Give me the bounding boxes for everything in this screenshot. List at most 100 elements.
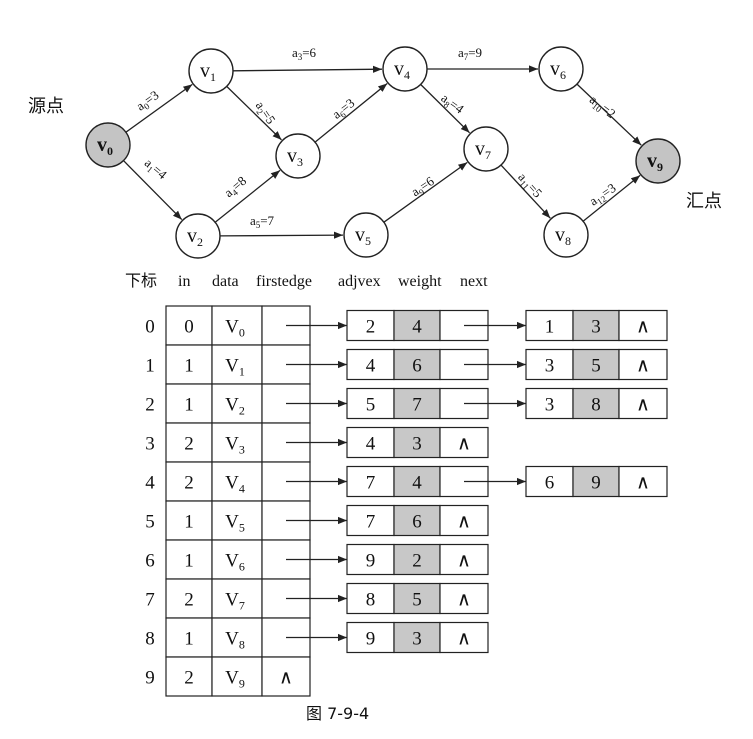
edge-arrow-a9 (383, 161, 468, 223)
aov-graph: a0=3a1=4a2=5a3=6a4=8a5=7a6=3a7=9a8=4a9=6… (85, 45, 681, 259)
edge-label-a6: a6=3 (329, 95, 358, 123)
row-5-index: 5 (145, 512, 155, 533)
row-2-edge-1-adjvex-value: 5 (366, 395, 376, 416)
row-1-edge-2-null-symbol: ∧ (636, 356, 650, 377)
row-3-edge-1-null-symbol: ∧ (457, 434, 471, 455)
row-1-edge-1-adjvex-cell (346, 348, 395, 381)
vertex-v4-label: v4 (394, 58, 410, 82)
row-1-index: 1 (145, 356, 155, 377)
row-5-edge-1-next-cell (439, 504, 489, 537)
row-4-index: 4 (145, 473, 155, 494)
row-4-in-value: 2 (184, 473, 194, 494)
row-4-edge-1-adjvex-value: 7 (366, 473, 376, 494)
header-next: next (460, 273, 488, 290)
row-9-in-cell (165, 656, 213, 697)
row-7-edge-1-weight-value: 5 (412, 590, 422, 611)
header-adjvex: adjvex (338, 273, 381, 290)
row-0-edge-2-weight-value: 3 (591, 317, 601, 338)
row-0-edge-1-weight-cell (393, 309, 441, 342)
row-6-edge-1-next-cell (439, 543, 489, 576)
edge-label-a3: a3=6 (292, 45, 317, 62)
row-8-in-value: 1 (184, 629, 194, 650)
edge-arrow-a4 (214, 169, 281, 223)
row-4-edge-2-null-symbol: ∧ (636, 473, 650, 494)
row-8-data-value: V8 (225, 629, 245, 652)
edge-label-a7: a7=9 (458, 45, 482, 62)
row-1-edge-2-weight-value: 5 (591, 356, 601, 377)
row-7-edge-1-weight-cell (393, 582, 441, 615)
row-7-in-value: 2 (184, 590, 194, 611)
row-3-edge-1-adjvex-cell (346, 426, 395, 459)
row-0-data-cell (211, 305, 263, 346)
row-3-in-value: 2 (184, 434, 194, 455)
vertex-v3-label: v3 (287, 145, 303, 169)
row-9-data-value: V9 (225, 668, 245, 691)
row-9-in-value: 2 (184, 668, 194, 689)
row-0-in-cell (165, 305, 213, 346)
row-4-edge-1-adjvex-cell (346, 465, 395, 498)
vertex-v3-circle (275, 133, 321, 179)
header-data: data (212, 273, 239, 290)
vertex-v6-label: v6 (550, 58, 566, 82)
row-6-data-cell (211, 539, 263, 580)
row-3-index: 3 (145, 434, 155, 455)
row-1-edge-2-adjvex-cell (525, 348, 574, 381)
row-9-data-cell (211, 656, 263, 697)
row-3-in-cell (165, 422, 213, 463)
edge-arrow-a1 (123, 160, 183, 221)
row-7-index: 7 (145, 590, 155, 611)
row-6-in-value: 1 (184, 551, 194, 572)
row-4-edge-2-weight-value: 9 (591, 473, 601, 494)
edge-label-a2: a2=5 (251, 98, 279, 128)
vertex-v1-circle (188, 48, 234, 94)
row-0-index: 0 (145, 317, 155, 338)
row-1-edge-1-adjvex-value: 4 (366, 356, 376, 377)
row-0-edge-2-null-symbol: ∧ (636, 317, 650, 338)
row-4-edge-2-weight-cell (572, 465, 620, 498)
row-5-edge-1-weight-value: 6 (412, 512, 422, 533)
row-3-data-value: V3 (225, 434, 245, 457)
row-0-edge-1-adjvex-cell (346, 309, 395, 342)
row-2-edge-2-adjvex-cell (525, 387, 574, 420)
row-2-edge-2-next-cell (618, 387, 668, 420)
row-0-edge-2-adjvex-cell (525, 309, 574, 342)
row-0-edge-2-adjvex-value: 1 (545, 317, 555, 338)
row-3-edge-1-next-cell (439, 426, 489, 459)
adjacency-list-table: 下标 in data firstedge adjvex weight next … (125, 271, 668, 697)
vertex-v5-label: v5 (355, 224, 371, 248)
vertex-v5-circle (343, 212, 389, 258)
row-1-edge-2-adjvex-value: 3 (545, 356, 555, 377)
row-1-edge-2-next-cell (618, 348, 668, 381)
row-2-edge-2-weight-value: 8 (591, 395, 601, 416)
vertex-v6-circle (538, 46, 584, 92)
vertex-v8-label: v8 (555, 224, 571, 248)
row-9-index: 9 (145, 668, 155, 689)
edge-arrow-a0 (125, 83, 193, 133)
row-6-edge-1-adjvex-cell (346, 543, 395, 576)
row-0-data-value: V0 (225, 317, 245, 340)
edge-arrow-a5 (219, 231, 344, 239)
row-8-edge-1-adjvex-value: 9 (366, 629, 376, 650)
row-0-edge-1-adjvex-value: 2 (366, 317, 376, 338)
row-4-edge-1-weight-value: 4 (412, 473, 422, 494)
row-6-edge-1-null-symbol: ∧ (457, 551, 471, 572)
edge-label-a11: a11=5 (514, 169, 546, 201)
edge-label-a9: a9=6 (408, 173, 438, 201)
row-8-edge-1-next-cell (439, 621, 489, 654)
edge-label-a8: a8=4 (437, 90, 467, 118)
row-1-data-value: V1 (225, 356, 245, 379)
row-6-index: 6 (145, 551, 155, 572)
row-8-index: 8 (145, 629, 155, 650)
row-2-index: 2 (145, 395, 155, 416)
row-1-in-value: 1 (184, 356, 194, 377)
row-2-edge-2-adjvex-value: 3 (545, 395, 555, 416)
row-2-edge-2-null-symbol: ∧ (636, 395, 650, 416)
row-8-edge-1-weight-value: 3 (412, 629, 422, 650)
row-8-edge-1-weight-cell (393, 621, 441, 654)
sink-label: 汇点 (686, 191, 722, 212)
vertex-v2-label: v2 (187, 225, 203, 249)
row-2-data-value: V2 (225, 395, 245, 418)
row-1-edge-1-weight-cell (393, 348, 441, 381)
row-7-data-value: V7 (225, 590, 245, 613)
header-in: in (178, 273, 190, 290)
